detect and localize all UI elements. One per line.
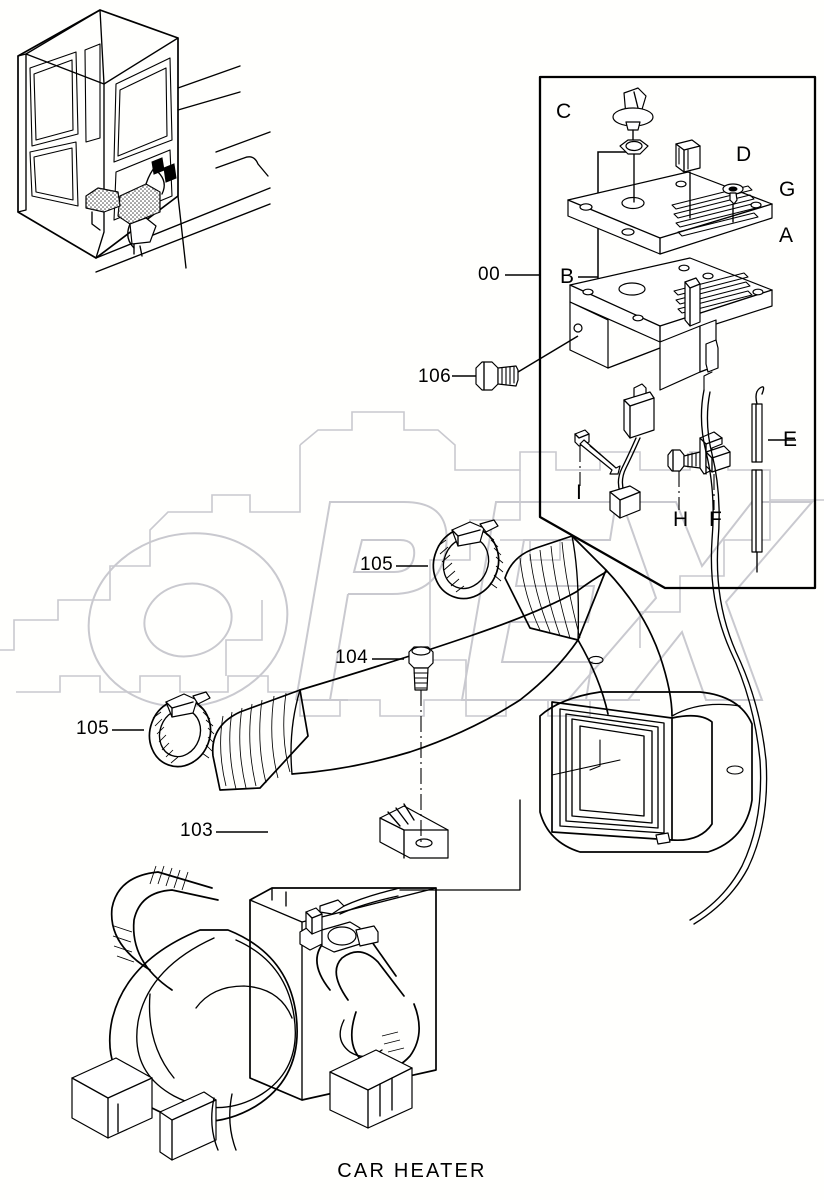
callout-B[interactable]: B <box>560 265 575 288</box>
control-knob <box>612 87 654 149</box>
lower-bracket-plate <box>569 257 773 391</box>
air-duct-103 <box>211 535 753 859</box>
face-panel-plate <box>567 171 773 255</box>
control-panel-box <box>538 75 817 590</box>
page-title: CAR HEATER <box>337 1160 487 1182</box>
heater-valve <box>299 887 401 953</box>
callout-00[interactable]: 00 <box>478 264 501 285</box>
mount-bolt-106 <box>452 335 579 391</box>
callout-G[interactable]: G <box>779 178 796 201</box>
callout-H[interactable]: H <box>673 508 689 531</box>
thermostat-switch <box>609 383 655 519</box>
hose-clamp-lower <box>112 691 215 768</box>
bracket-screw <box>667 449 703 510</box>
cable-tie <box>574 429 621 486</box>
callout-105-upper[interactable]: 105 <box>360 554 394 575</box>
switch-chip <box>675 139 701 219</box>
callout-C[interactable]: C <box>556 100 572 123</box>
callout-I[interactable]: I <box>576 481 583 504</box>
callout-103[interactable]: 103 <box>180 820 214 841</box>
knob-nut <box>619 139 649 203</box>
cab-heater-unit <box>85 157 177 257</box>
control-cable <box>689 371 796 925</box>
callout-104[interactable]: 104 <box>335 647 369 668</box>
callout-106[interactable]: 106 <box>418 366 452 387</box>
callout-F[interactable]: F <box>709 508 723 531</box>
callout-E[interactable]: E <box>783 428 798 451</box>
callout-A[interactable]: A <box>779 224 794 247</box>
duct-bolt-104 <box>372 646 434 843</box>
duct-mount-foot <box>379 803 449 859</box>
callout-105-lower[interactable]: 105 <box>76 718 110 739</box>
vent-leader <box>399 799 521 891</box>
heater-blower-unit <box>71 865 437 1161</box>
callout-D[interactable]: D <box>736 143 752 166</box>
defroster-vent-outlet <box>551 701 713 845</box>
hose-clamp-upper <box>396 519 504 600</box>
push-rivet <box>722 183 744 223</box>
cab-inset-illustration <box>17 9 271 273</box>
